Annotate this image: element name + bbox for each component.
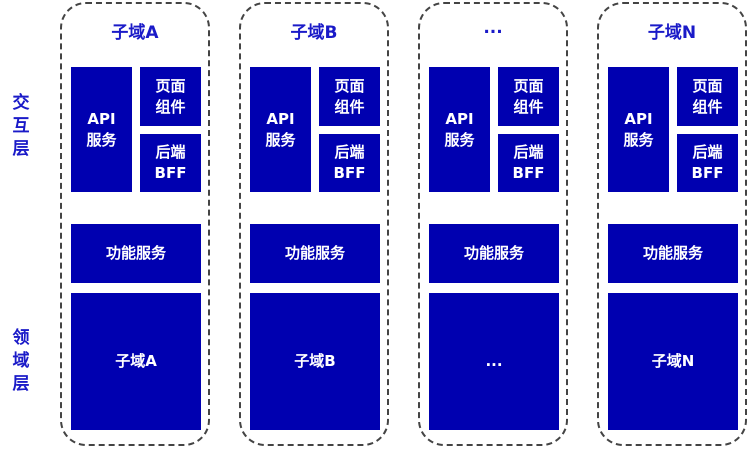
- subdomain-column: 子域N: [597, 2, 747, 446]
- function-service-box: 功能服务: [608, 224, 738, 283]
- column-title: 子域B: [290, 23, 338, 43]
- backend-bff-box: 后端 BFF: [140, 134, 201, 192]
- backend-bff-box: 后端 BFF: [319, 134, 380, 192]
- subdomain-column: 子域B: [239, 2, 389, 446]
- subdomain-box: 子域N: [608, 293, 738, 430]
- subdomain-column: ...: [418, 2, 568, 446]
- function-service-box: 功能服务: [71, 224, 201, 283]
- page-component-box: 页面 组件: [140, 67, 201, 126]
- api-service-box: API 服务: [71, 67, 132, 192]
- subdomain-box: 子域A: [71, 293, 201, 430]
- domain-layer-label: 领 域 层: [12, 328, 30, 394]
- column-title: 子域A: [111, 23, 159, 43]
- subdomain-box: 子域B: [250, 293, 380, 430]
- column-title: 子域N: [647, 23, 697, 43]
- api-service-box: API 服务: [429, 67, 490, 192]
- function-service-box: 功能服务: [429, 224, 559, 283]
- backend-bff-box: 后端 BFF: [677, 134, 738, 192]
- page-component-box: 页面 组件: [677, 67, 738, 126]
- interaction-layer-label: 交 互 层: [12, 93, 30, 159]
- page-component-box: 页面 组件: [319, 67, 380, 126]
- subdomain-column: 子域A: [60, 2, 210, 446]
- subdomain-box: ...: [429, 293, 559, 430]
- api-service-box: API 服务: [608, 67, 669, 192]
- backend-bff-box: 后端 BFF: [498, 134, 559, 192]
- page-component-box: 页面 组件: [498, 67, 559, 126]
- column-title: ...: [483, 18, 503, 38]
- api-service-box: API 服务: [250, 67, 311, 192]
- function-service-box: 功能服务: [250, 224, 380, 283]
